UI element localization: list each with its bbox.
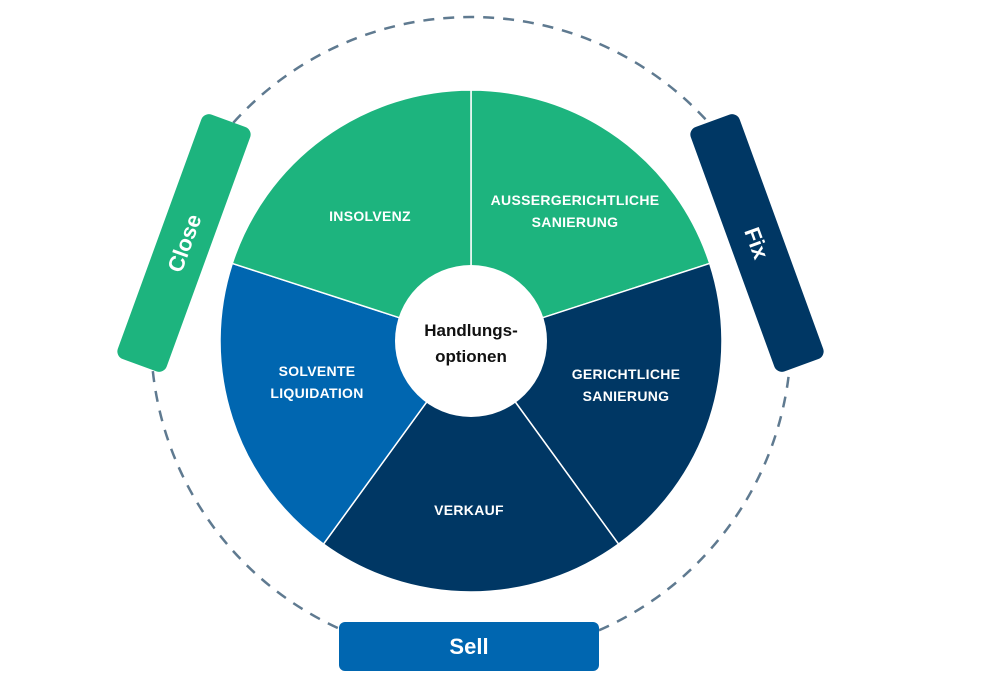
fix-tag-box — [690, 114, 824, 372]
segment-label-solvente-liquidation-1: SOLVENTE — [279, 363, 356, 379]
segment-label-gerichtliche-sanierung-2: SANIERUNG — [583, 388, 670, 404]
center-label-line2: optionen — [435, 347, 507, 366]
segment-label-aussergerichtliche-sanierung-2: SANIERUNG — [532, 214, 619, 230]
segment-label-insolvenz-1: INSOLVENZ — [329, 208, 411, 224]
segment-gerichtliche-sanierung — [322, 339, 620, 593]
sell-tag-box — [339, 622, 599, 671]
segment-label-solvente-liquidation-2: LIQUIDATION — [270, 385, 363, 401]
segment-label-gerichtliche-sanierung-1: GERICHTLICHE — [572, 366, 681, 382]
center-circle — [395, 265, 547, 417]
segment-label-verkauf-1: VERKAUF — [434, 502, 504, 518]
sell-tag: Sell — [339, 622, 599, 671]
segment-labels: INSOLVENZ AUSSERGERICHTLICHE SANIERUNG GERI… — [270, 192, 680, 518]
segment-solvente-liquidation — [231, 89, 472, 343]
center-label-line1: Handlungs- — [424, 321, 518, 340]
fix-tag: Fix — [690, 114, 824, 372]
close-tag-box — [117, 114, 251, 372]
segment-label-aussergerichtliche-sanierung-1: AUSSERGERICHTLICHE — [491, 192, 660, 208]
sell-tag-label: Sell — [449, 634, 488, 659]
close-tag: Close — [117, 114, 251, 372]
segment-insolvenz — [470, 89, 711, 343]
